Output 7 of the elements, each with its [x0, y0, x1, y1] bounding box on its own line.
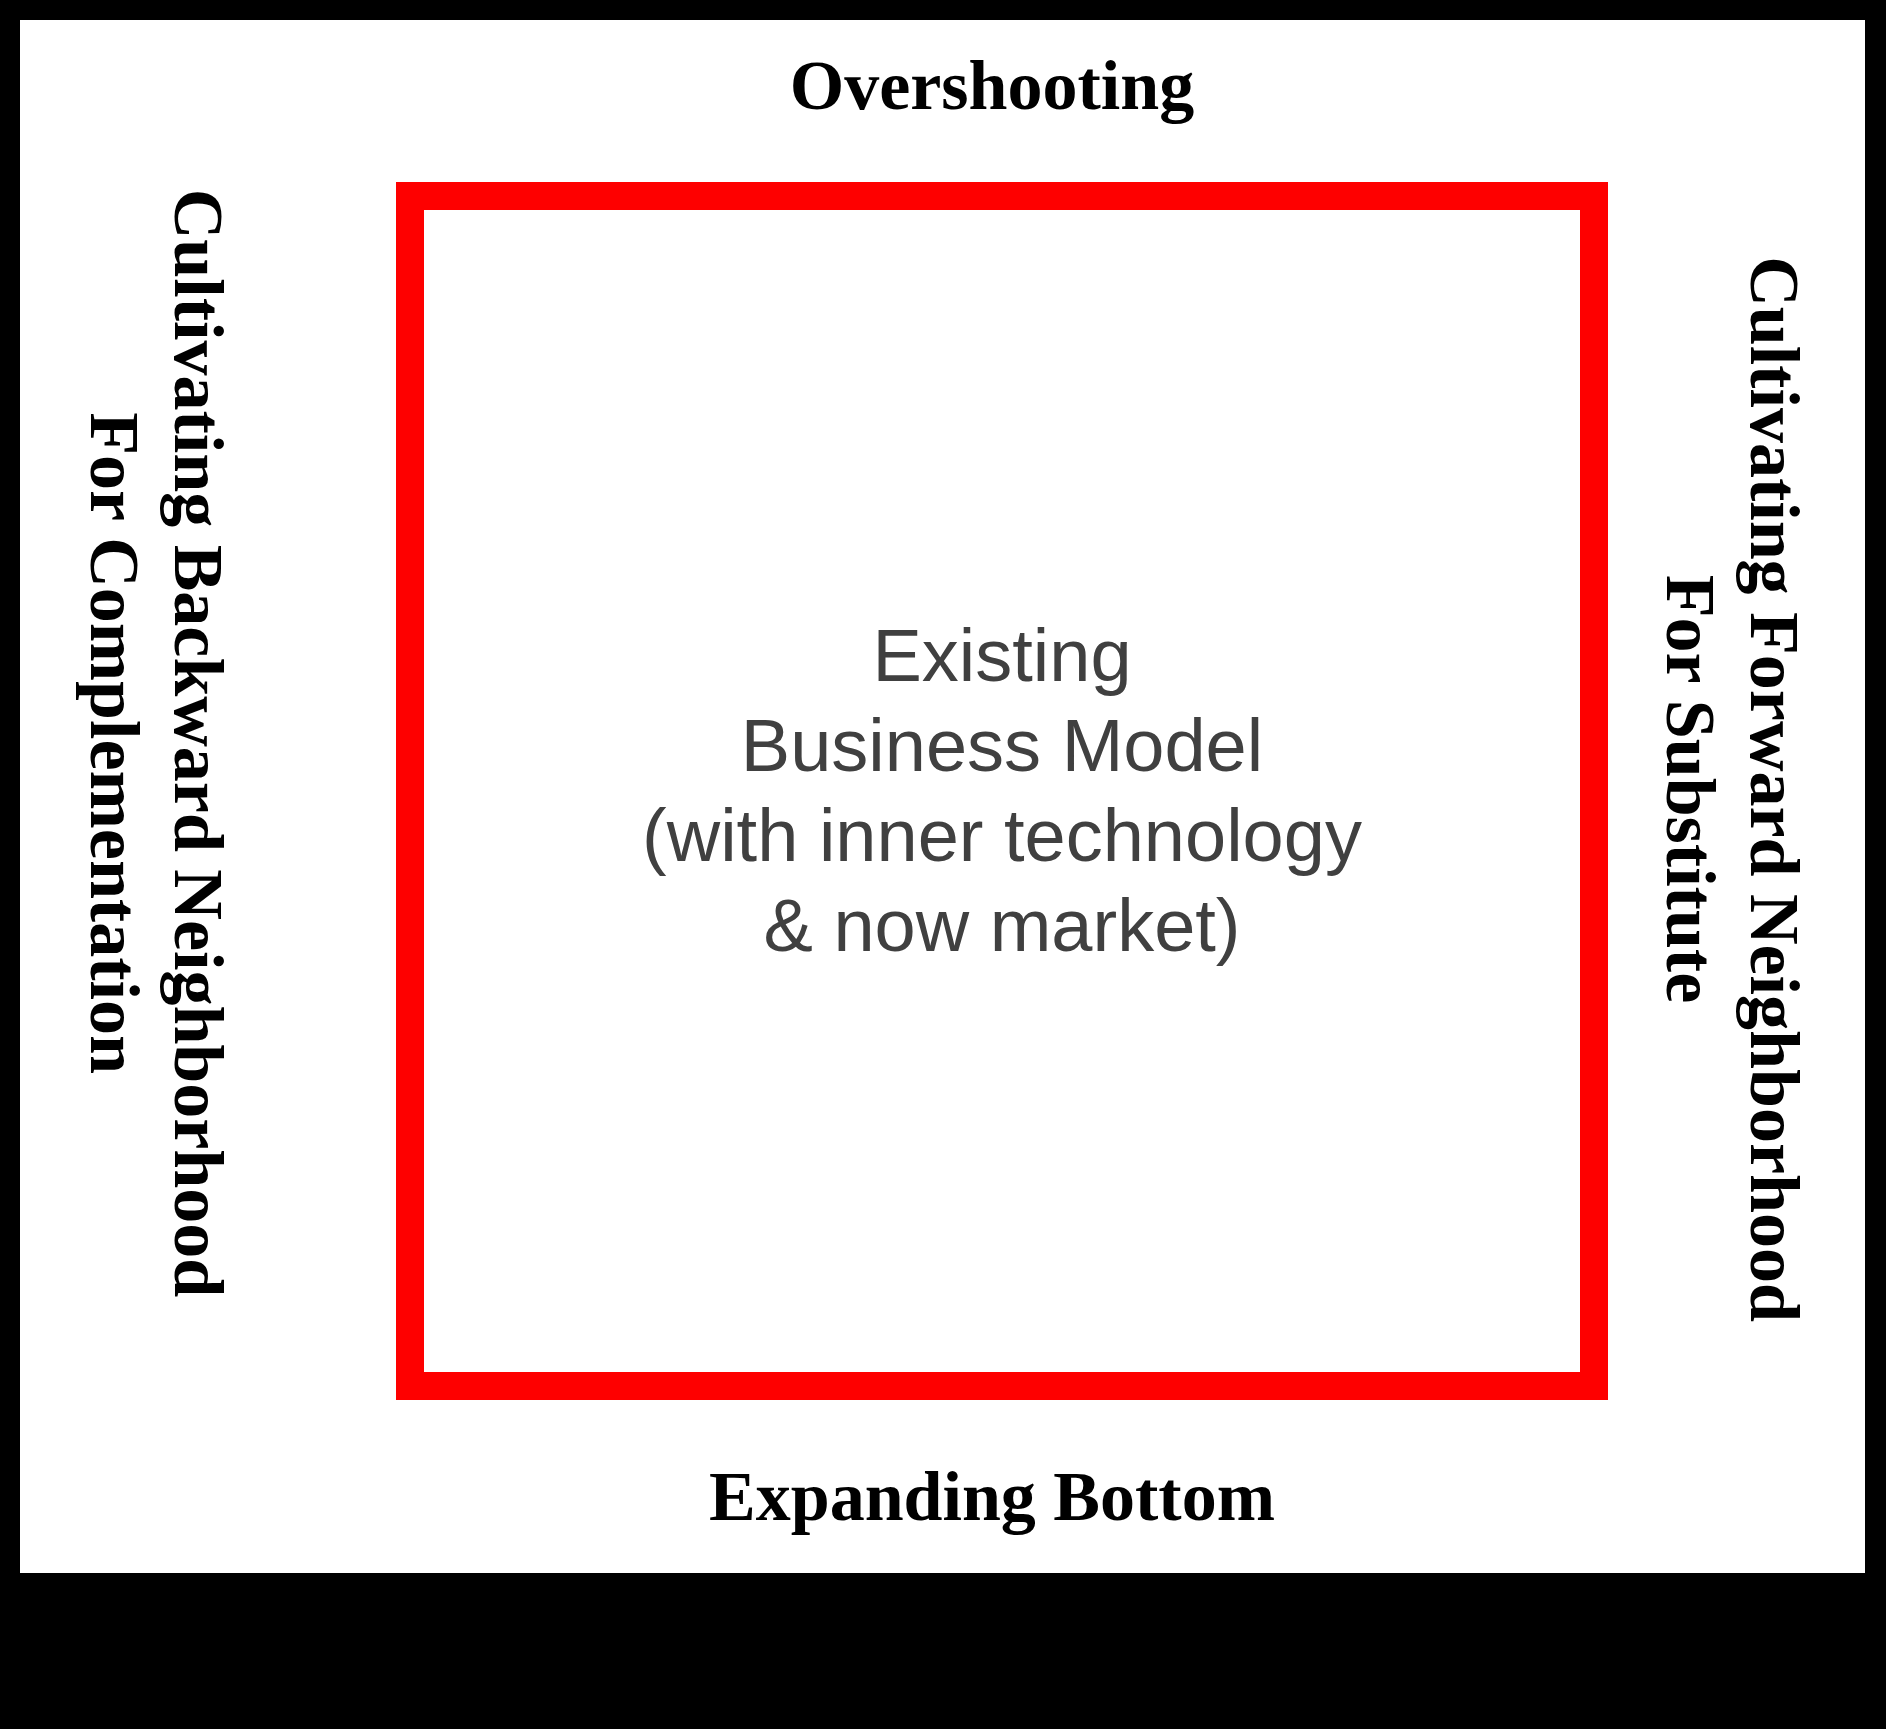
side-label: Overshooting	[789, 46, 1195, 126]
side-label: Expanding Bottom	[709, 1457, 1275, 1537]
square-frame	[396, 182, 1608, 1400]
side-label: Cultivating Backward Neighborhood For Complementation	[75, 187, 238, 1300]
side-label: Cultivating Forward Neighborhood For Substitute	[1651, 255, 1814, 1324]
model-text: Existing Business Model	[739, 613, 1265, 789]
model-text: (with inner technology & now market)	[641, 793, 1363, 969]
